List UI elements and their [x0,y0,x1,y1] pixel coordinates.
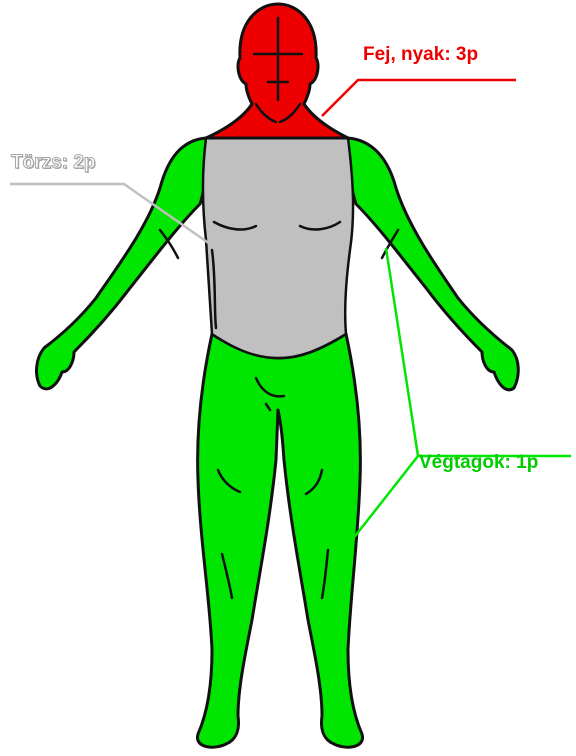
right-arm [348,138,518,390]
head-neck-label: Fej, nyak: 3p [363,44,478,66]
torso-label: Törzs: 2p [11,152,95,174]
limbs-label: Végtagok: 1p [419,452,538,474]
limbs-leader-line [386,248,571,456]
left-arm [37,138,207,389]
limbs-leader-line-lower [352,456,418,540]
head-neck-leader-line [322,80,516,116]
torso-region [203,138,353,358]
